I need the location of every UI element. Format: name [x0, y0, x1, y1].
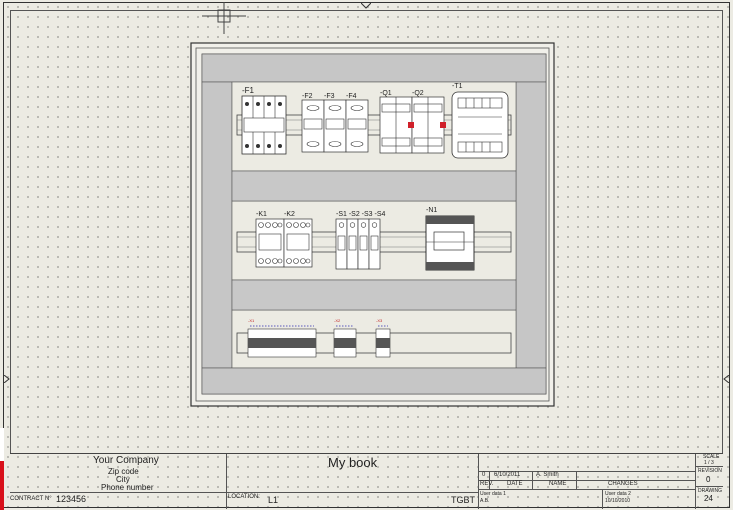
name-header: NAME — [549, 481, 567, 487]
label-f1: -F1 — [242, 86, 255, 95]
label-f3: -F3 — [324, 93, 335, 100]
sheet-border — [3, 2, 730, 508]
revision-label: REVISION — [698, 468, 722, 474]
switches-q1-q2[interactable] — [379, 96, 446, 154]
scale-value: 1 / 3 — [704, 460, 714, 466]
user-data1-value: A.B. — [480, 498, 490, 504]
location-label: LOCATION: — [228, 494, 260, 500]
label-s1-s4: -S1 -S2 -S3 -S4 — [336, 211, 386, 218]
company-zip: Zip code — [108, 467, 139, 476]
scale-label: SCALE — [703, 454, 720, 460]
rev-name: A. Smith — [536, 472, 559, 478]
top-center-tick-icon — [361, 2, 371, 9]
terminal-block-x1[interactable] — [247, 328, 317, 358]
breaker-f1[interactable] — [241, 95, 287, 155]
contract-label: CONTRACT N° — [10, 496, 52, 502]
terminal-block-x3[interactable] — [375, 328, 391, 358]
breakers-f2-f4[interactable] — [301, 99, 369, 153]
label-q1: -Q1 — [380, 90, 392, 97]
label-x2: -X2 — [334, 318, 341, 323]
left-center-tick-icon — [3, 375, 10, 383]
label-f2: -F2 — [302, 93, 313, 100]
rev-number: 0 — [482, 472, 486, 478]
label-t1: -T1 — [452, 83, 463, 90]
contactors-k1-k2[interactable] — [255, 218, 313, 268]
title-block: Your Company Zip code City Phone number … — [10, 453, 723, 509]
label-n1: -N1 — [426, 207, 437, 214]
revision-value: 0 — [706, 475, 711, 484]
crosshair-cursor-icon — [202, 2, 246, 34]
contract-number: 123456 — [56, 494, 87, 504]
electrical-panel[interactable]: -F1 -F2 -F3 -F4 -Q1 -Q2 -T1 — [190, 42, 556, 408]
rev-date: 6/10/2011 — [494, 472, 521, 478]
drawing-number: 24 — [704, 494, 713, 503]
controller-n1[interactable] — [425, 215, 475, 271]
location-value: L1 — [268, 495, 279, 505]
date-header: DATE — [507, 481, 523, 487]
company-phone: Phone number — [101, 483, 154, 492]
user-data1-label: User data 1 — [480, 491, 506, 497]
page-edge-marker — [0, 428, 4, 510]
right-center-tick-icon — [723, 375, 730, 383]
rev-header: REV. — [480, 481, 494, 487]
label-x1: -X1 — [248, 318, 255, 323]
user-data2-label: User data 2 — [605, 491, 631, 497]
changes-header: CHANGES — [608, 481, 638, 487]
company-city: City — [116, 475, 130, 484]
function-value: TGBT — [451, 495, 475, 505]
label-k2: -K2 — [284, 211, 295, 218]
drawing-label: DRAWING — [698, 488, 722, 494]
user-data2-value: 10/10/2010 — [605, 498, 631, 504]
switches-s1-s4[interactable] — [335, 218, 381, 270]
label-q2: -Q2 — [412, 90, 424, 97]
book-title: My book — [328, 455, 378, 470]
terminal-block-x2[interactable] — [333, 328, 357, 358]
label-k1: -K1 — [256, 211, 267, 218]
label-x3: -X3 — [376, 318, 383, 323]
transformer-t1[interactable] — [451, 91, 509, 159]
company-name: Your Company — [93, 455, 159, 466]
label-f4: -F4 — [346, 93, 357, 100]
